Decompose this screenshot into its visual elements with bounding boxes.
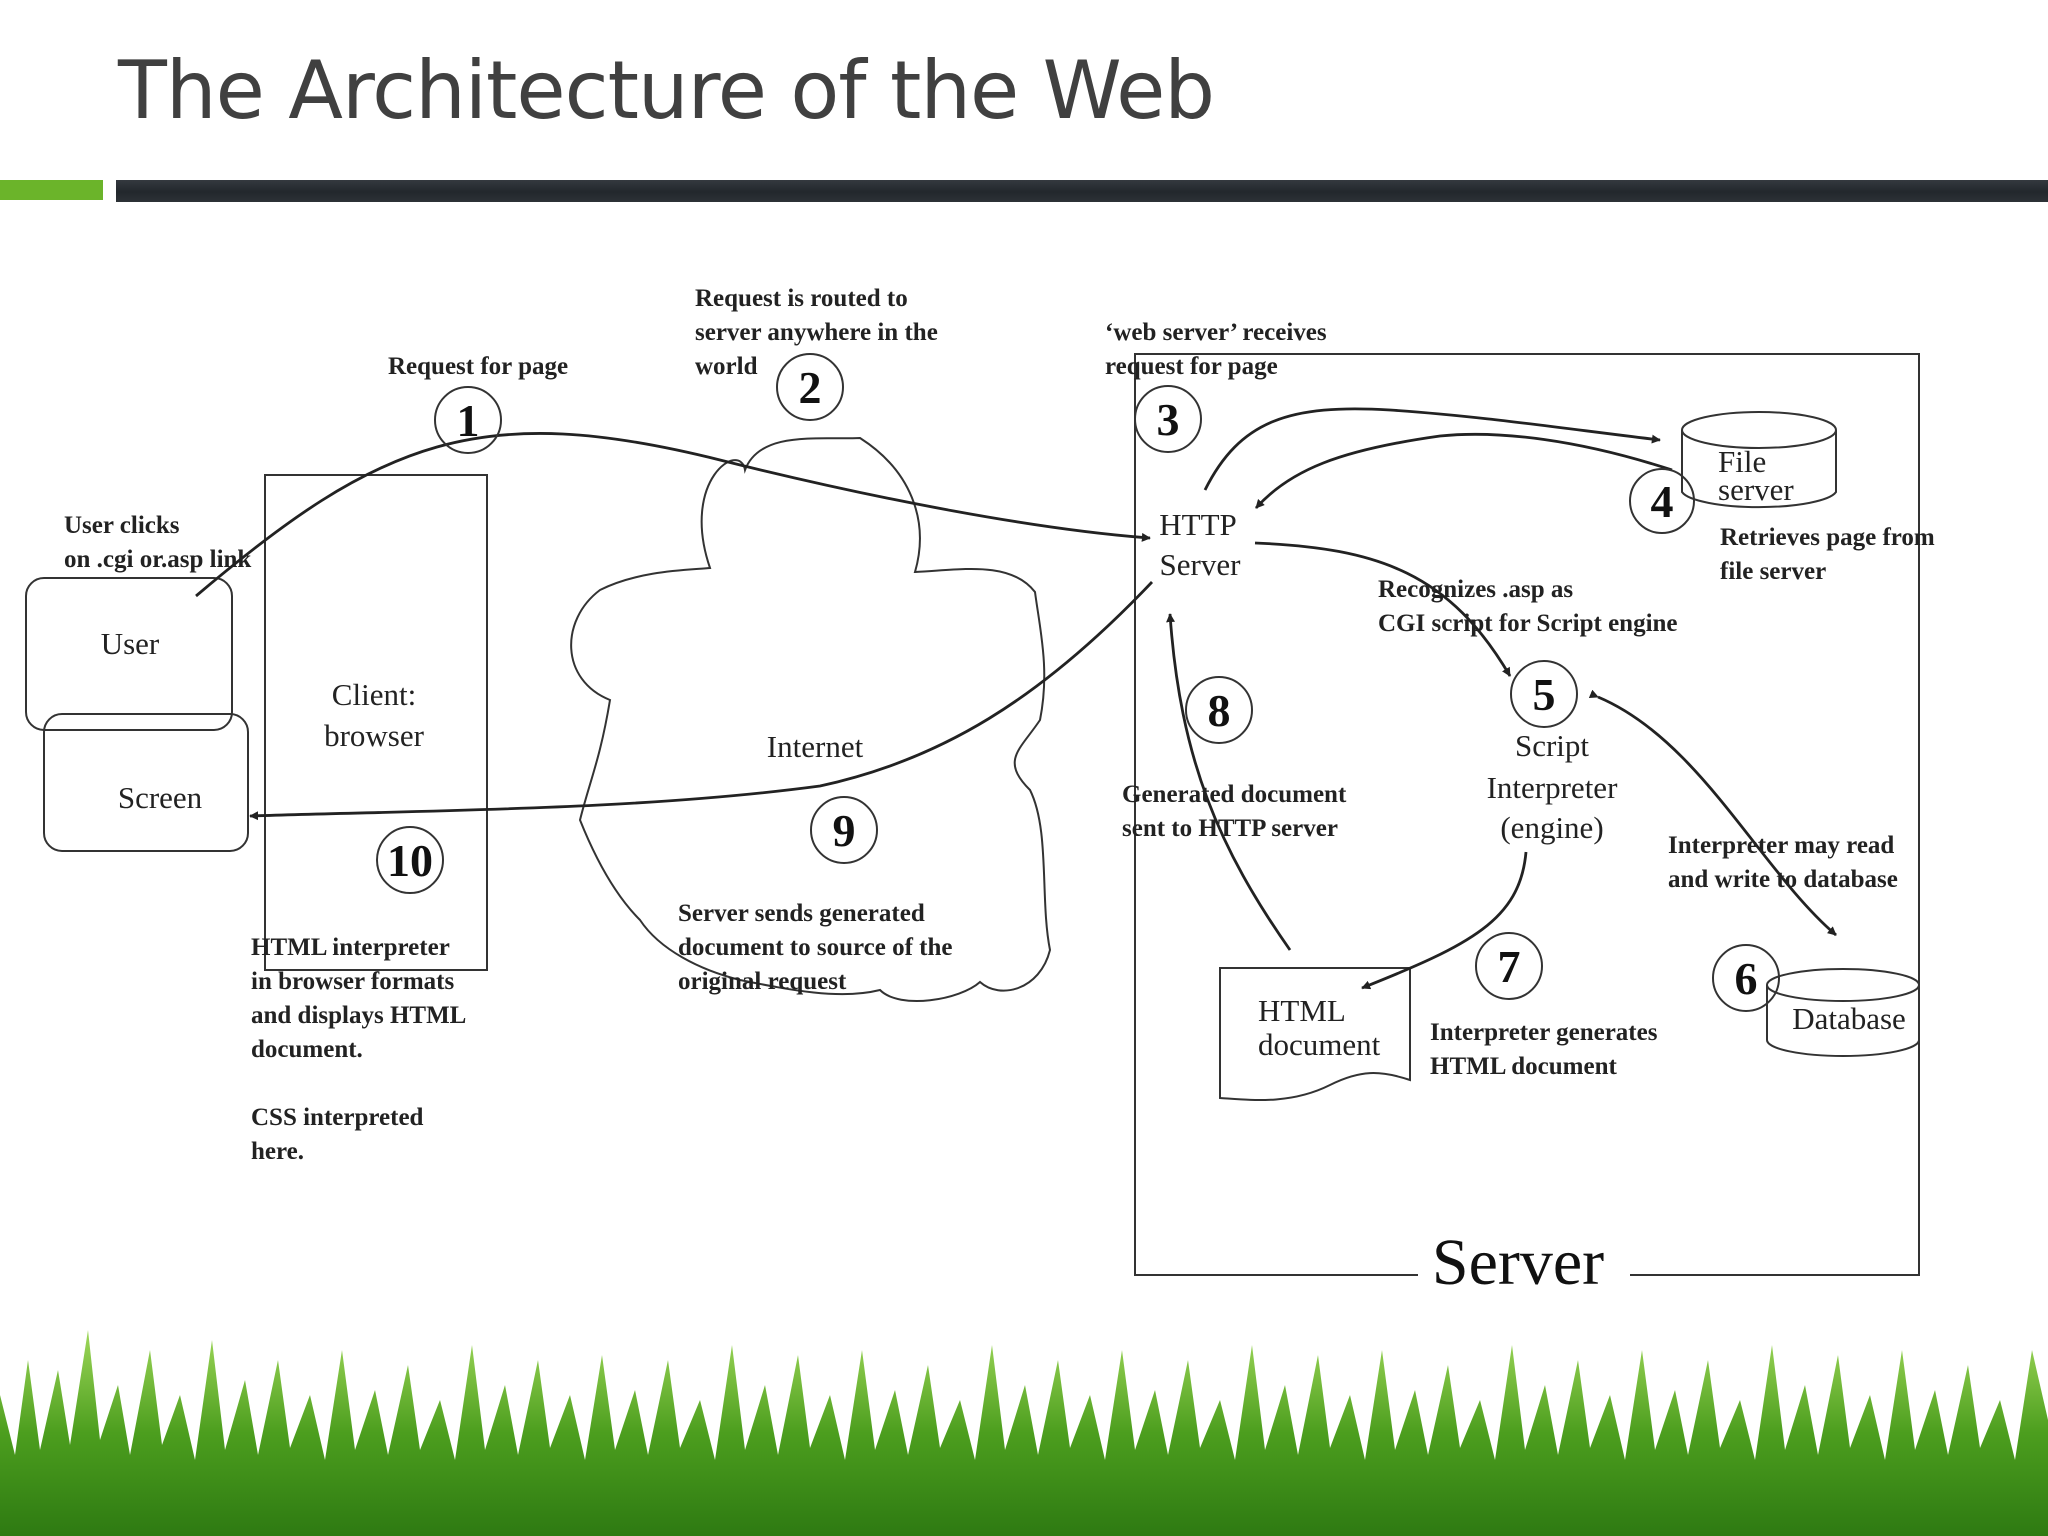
step-10-annotation-line4: document. bbox=[251, 1036, 363, 1063]
step-6-annotation-line2: and write to database bbox=[1668, 866, 1898, 893]
step-5-annotation-line1: Recognizes .asp as bbox=[1378, 576, 1573, 603]
html-document-shape bbox=[1219, 967, 1411, 1102]
arrow-to-script bbox=[1254, 541, 1512, 677]
step-5-marker: 5 bbox=[1510, 660, 1578, 728]
slide-title: The Architecture of the Web bbox=[118, 44, 1215, 137]
step-9-marker: 9 bbox=[810, 796, 878, 864]
internet-cloud bbox=[570, 436, 1052, 1002]
file-server-cylinder bbox=[1681, 411, 1837, 509]
step-4-annotation-line2: file server bbox=[1720, 558, 1826, 585]
svg-text:3: 3 bbox=[1157, 394, 1180, 445]
database-label: Database bbox=[1792, 1001, 1906, 1036]
step-7-annotation-line1: Interpreter generates bbox=[1430, 1019, 1658, 1046]
client-label-line1: Client: bbox=[332, 677, 416, 712]
user-click-note-line1: User clicks bbox=[64, 512, 180, 539]
step-4-marker: 4 bbox=[1629, 468, 1695, 534]
svg-text:7: 7 bbox=[1498, 941, 1521, 992]
user-click-note-line2: on .cgi or.asp link bbox=[64, 546, 251, 573]
file-server-label-line1: File bbox=[1718, 444, 1766, 479]
arrow-from-file-server bbox=[1254, 432, 1673, 509]
svg-text:4: 4 bbox=[1651, 476, 1674, 527]
svg-text:6: 6 bbox=[1735, 953, 1758, 1004]
title-accent-bar bbox=[0, 180, 103, 200]
svg-text:2: 2 bbox=[799, 362, 822, 413]
arrow-request bbox=[195, 432, 1151, 598]
html-document-label-line1: HTML bbox=[1258, 993, 1346, 1028]
html-document-label-line2: document bbox=[1258, 1027, 1381, 1062]
step-7-marker: 7 bbox=[1475, 932, 1543, 1000]
step-5-annotation-line2: CGI script for Script engine bbox=[1378, 610, 1678, 637]
svg-text:9: 9 bbox=[833, 805, 856, 856]
step-10-annotation-line2: in browser formats bbox=[251, 968, 454, 995]
arrow-response-to-screen bbox=[249, 581, 1154, 821]
arrow-to-file-server bbox=[1203, 407, 1661, 491]
arrow-document-to-http bbox=[1166, 613, 1292, 951]
step-3-annotation-line2: request for page bbox=[1105, 353, 1278, 380]
script-interpreter-label-line2: Interpreter bbox=[1487, 770, 1618, 805]
step-7-annotation-line2: HTML document bbox=[1430, 1053, 1617, 1080]
step-6-marker: 6 bbox=[1712, 944, 1780, 1012]
arrow-to-html-document bbox=[1361, 851, 1528, 990]
client-label-line2: browser bbox=[324, 718, 425, 753]
step-1-annotation: Request for page bbox=[388, 353, 568, 380]
step-10-marker: 10 bbox=[376, 826, 444, 894]
http-server-label-line2: Server bbox=[1160, 547, 1242, 582]
server-label: Server bbox=[1432, 1226, 1604, 1299]
step-10-annotation-line6: CSS interpreted bbox=[251, 1104, 424, 1131]
svg-text:8: 8 bbox=[1208, 685, 1231, 736]
step-6-annotation-line1: Interpreter may read bbox=[1668, 832, 1894, 859]
user-box bbox=[25, 577, 233, 731]
step-2-annotation-line2: server anywhere in the bbox=[695, 319, 938, 346]
step-8-annotation-line2: sent to HTTP server bbox=[1122, 815, 1338, 842]
internet-label: Internet bbox=[767, 729, 864, 764]
file-server-label-line2: server bbox=[1718, 472, 1794, 507]
step-3-annotation-line1: ‘web server’ receives bbox=[1105, 319, 1327, 346]
step-8-marker: 8 bbox=[1185, 676, 1253, 744]
script-interpreter-label-line1: Script bbox=[1515, 728, 1589, 763]
svg-text:10: 10 bbox=[387, 835, 433, 886]
step-10-annotation-line3: and displays HTML bbox=[251, 1002, 466, 1029]
step-9-annotation-line3: original request bbox=[678, 968, 847, 995]
title-divider-bar bbox=[116, 180, 2048, 202]
step-4-annotation-line1: Retrieves page from bbox=[1720, 524, 1935, 551]
user-label: User bbox=[101, 626, 160, 661]
arrow-script-database bbox=[1588, 689, 1837, 937]
script-interpreter-label-line3: (engine) bbox=[1500, 810, 1603, 845]
step-10-annotation-line7: here. bbox=[251, 1138, 304, 1165]
step-2-annotation-line1: Request is routed to bbox=[695, 285, 908, 312]
step-9-annotation-line1: Server sends generated bbox=[678, 900, 925, 927]
svg-text:5: 5 bbox=[1533, 669, 1556, 720]
step-2-annotation-line3: world bbox=[695, 353, 758, 380]
browser-box bbox=[264, 474, 488, 971]
screen-box bbox=[43, 713, 249, 852]
screen-label: Screen bbox=[118, 780, 203, 815]
svg-text:1: 1 bbox=[457, 395, 480, 446]
http-server-label-line1: HTTP bbox=[1159, 507, 1237, 542]
grass-footer bbox=[0, 1330, 2048, 1536]
step-3-marker: 3 bbox=[1134, 385, 1202, 453]
step-8-annotation-line1: Generated document bbox=[1122, 781, 1347, 808]
server-boundary bbox=[1134, 353, 1920, 1276]
step-9-annotation-line2: document to source of the bbox=[678, 934, 953, 961]
step-1-marker: 1 bbox=[434, 386, 502, 454]
database-cylinder bbox=[1766, 968, 1920, 1057]
step-2-marker: 2 bbox=[776, 353, 844, 421]
step-10-annotation-line1: HTML interpreter bbox=[251, 934, 450, 961]
